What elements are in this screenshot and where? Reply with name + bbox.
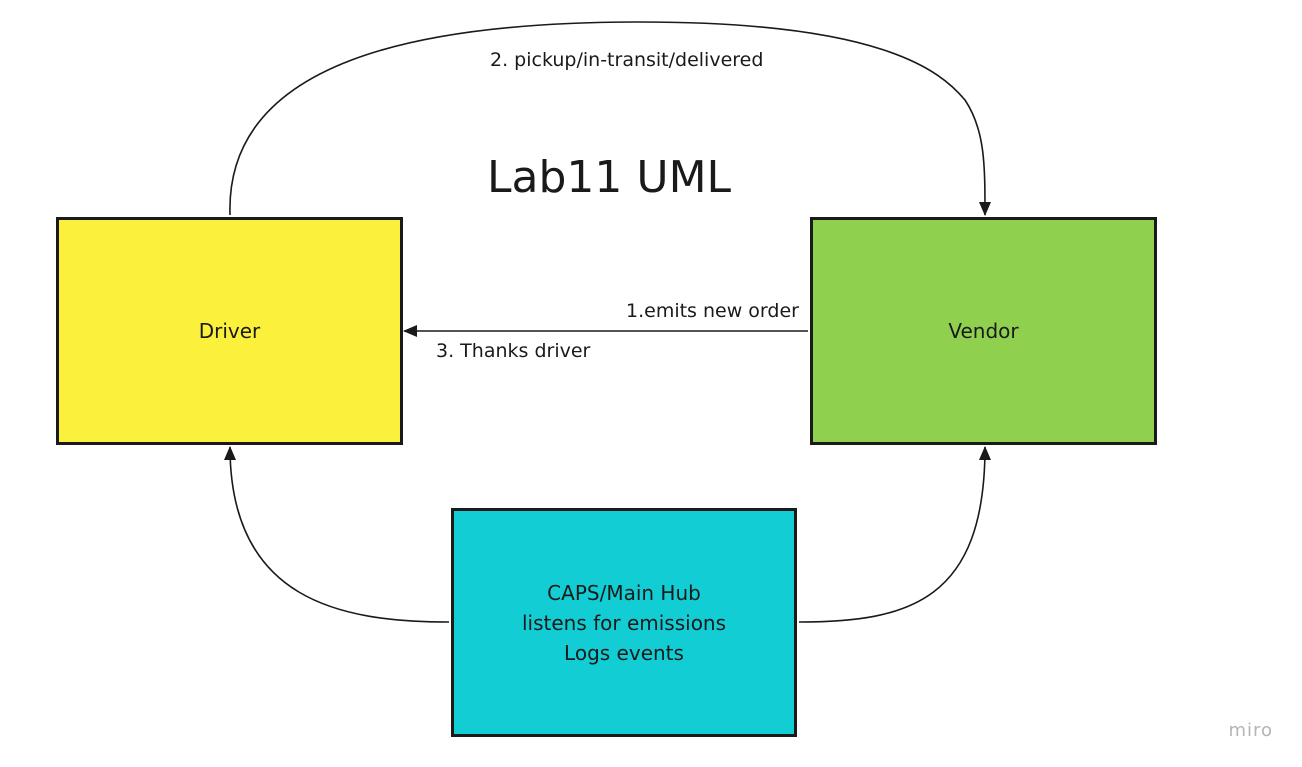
hub-node-line: Logs events: [564, 640, 684, 665]
vendor-node-label: Vendor: [948, 319, 1019, 343]
driver-node[interactable]: Driver: [56, 217, 403, 445]
vendor-node[interactable]: Vendor: [810, 217, 1157, 445]
edge-hub-to-driver: [224, 446, 450, 623]
hub-node-line: CAPS/Main Hub: [547, 580, 701, 605]
hub-node-line: listens for emissions: [521, 610, 727, 635]
miro-watermark: miro: [1228, 720, 1273, 741]
edge-label-thanks-driver: 3. Thanks driver: [436, 340, 591, 362]
edge-hub-to-vendor: [798, 446, 991, 623]
edge-label-emits-new-order: 1.emits new order: [626, 300, 799, 322]
diagram-title: Lab11 UML: [487, 152, 732, 203]
hub-node[interactable]: CAPS/Main Hub listens for emissions Logs…: [451, 508, 797, 737]
edge-driver-to-vendor: [229, 21, 991, 216]
driver-node-label: Driver: [198, 319, 261, 343]
edge-label-pickup-status: 2. pickup/in-transit/delivered: [490, 49, 764, 71]
